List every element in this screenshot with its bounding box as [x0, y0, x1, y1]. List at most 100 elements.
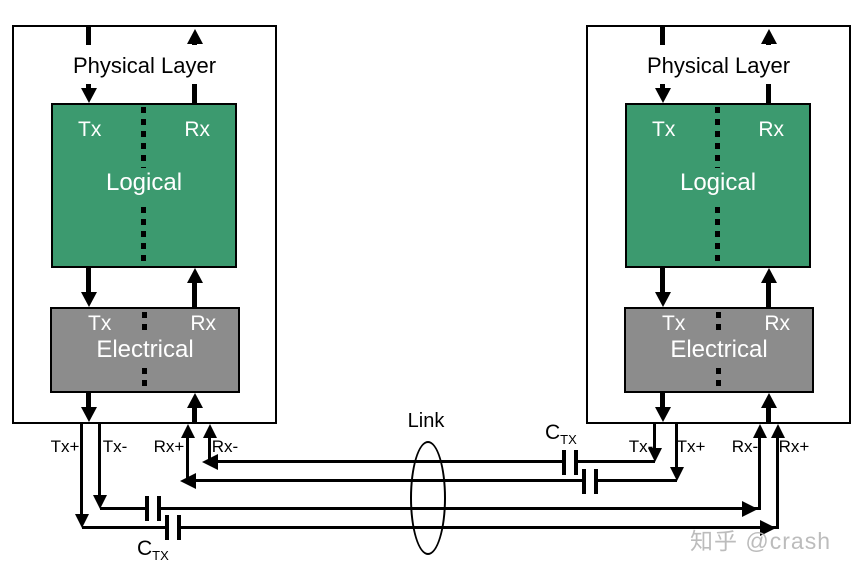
electrical-label: Electrical: [670, 336, 768, 363]
rx-up-arrow-icon: [761, 268, 777, 283]
tx-arrow-shaft: [660, 84, 665, 90]
arrowhead-up-icon: [771, 424, 785, 438]
link-wire-4: [82, 526, 165, 529]
rx-arrow-shaft: [766, 281, 771, 307]
arrowhead-right-icon: [760, 520, 776, 536]
rx-up-arrow-icon: [761, 393, 777, 408]
electrical-block: Tx Rx Electrical: [624, 307, 814, 393]
logical-divider-top: [141, 107, 146, 168]
logical-divider-top: [715, 107, 720, 168]
pin-label-left-tx-minus: Tx-: [102, 437, 128, 456]
electrical-divider-top: [142, 312, 147, 336]
rx-up-arrow-icon: [187, 29, 203, 44]
pin-label-left-rx-plus: Rx+: [153, 437, 185, 456]
tx-arrow-shaft: [86, 393, 91, 409]
tx-upper-stub: [660, 27, 665, 45]
arrowhead-down-icon: [93, 495, 107, 509]
tx-down-arrow-icon: [655, 292, 671, 307]
arrowhead-down-icon: [75, 514, 89, 528]
link-wire-1: [578, 460, 655, 463]
electrical-tx-label: Tx: [662, 312, 686, 335]
wire-right-rx-minus: [758, 436, 761, 510]
electrical-block: Tx Rx Electrical: [50, 307, 240, 393]
pin-label-right-rx-plus: Rx+: [778, 437, 810, 456]
wire-right-rx-plus: [776, 436, 779, 529]
rx-stub: [192, 84, 197, 103]
ctx-subscript: TX: [560, 432, 577, 448]
physical-layer-title: Physical Layer: [646, 53, 791, 78]
pin-label-right-tx-minus: Tx-: [628, 437, 654, 456]
tx-down-arrow-icon: [81, 407, 97, 422]
arrowhead-left-icon: [202, 454, 218, 470]
logical-label: Logical: [679, 169, 757, 196]
wire-right-tx-plus: [675, 424, 678, 469]
rx-up-arrow-icon: [761, 29, 777, 44]
tx-down-arrow-icon: [81, 88, 97, 103]
electrical-rx-label: Rx: [764, 312, 790, 335]
arrowhead-left-icon: [180, 473, 196, 489]
capacitor-plate: [574, 450, 578, 475]
arrowhead-right-icon: [742, 501, 758, 517]
link-wire-4: [181, 526, 778, 529]
logical-tx-label: Tx: [78, 118, 102, 141]
capacitor-plate: [145, 496, 149, 521]
tx-arrow-shaft: [660, 393, 665, 409]
rx-upper-stub: [192, 40, 197, 45]
link-label: Link: [407, 410, 445, 432]
pin-label-right-tx-plus: Tx+: [676, 437, 706, 456]
capacitor-plate: [165, 515, 169, 540]
ctx-label-right: CTX: [545, 421, 577, 447]
tx-down-arrow-icon: [655, 407, 671, 422]
tx-down-arrow-icon: [655, 88, 671, 103]
link-wire-1: [210, 460, 562, 463]
link-wire-3: [161, 507, 760, 510]
electrical-divider-bottom: [716, 368, 721, 391]
rx-upper-stub: [766, 40, 771, 45]
link-wire-3: [100, 507, 145, 510]
physical-layer-box-left: Physical Layer Tx Rx Logical Tx Rx Elect…: [12, 25, 277, 424]
watermark: 知乎 @crash: [690, 528, 831, 554]
logical-tx-label: Tx: [652, 118, 676, 141]
physical-layer-box-right: Physical Layer Tx Rx Logical Tx Rx Elect…: [586, 25, 851, 424]
arrowhead-down-icon: [670, 467, 684, 481]
tx-upper-stub: [86, 27, 91, 45]
logical-rx-label: Rx: [184, 118, 210, 141]
tx-arrow-shaft: [86, 84, 91, 90]
wire-left-rx-minus: [208, 436, 211, 463]
wire-right-tx-minus: [653, 424, 656, 450]
logical-block: Tx Rx Logical: [51, 103, 237, 268]
ctx-base: C: [545, 421, 561, 444]
link-wire-2: [188, 479, 582, 482]
pin-label-left-rx-minus: Rx-: [211, 437, 239, 456]
logical-divider-bottom: [141, 207, 146, 263]
wire-left-rx-plus: [186, 436, 189, 482]
rx-arrow-shaft: [192, 281, 197, 307]
arrowhead-up-icon: [181, 424, 195, 438]
logical-label: Logical: [105, 169, 183, 196]
electrical-rx-label: Rx: [190, 312, 216, 335]
electrical-label: Electrical: [96, 336, 194, 363]
physical-layer-title: Physical Layer: [72, 53, 217, 78]
arrowhead-up-icon: [203, 424, 217, 438]
logical-rx-label: Rx: [758, 118, 784, 141]
pin-label-right-rx-minus: Rx-: [731, 437, 759, 456]
link-wire-2: [598, 479, 677, 482]
electrical-tx-label: Tx: [88, 312, 112, 335]
electrical-divider-top: [716, 312, 721, 336]
logical-divider-bottom: [715, 207, 720, 263]
ctx-label-left: CTX: [137, 537, 169, 563]
wire-left-tx-plus: [80, 424, 83, 517]
ctx-subscript: TX: [152, 548, 169, 564]
capacitor-plate: [594, 469, 598, 494]
capacitor-plate: [157, 496, 161, 521]
arrowhead-down-icon: [648, 448, 662, 462]
arrowhead-up-icon: [753, 424, 767, 438]
ctx-base: C: [137, 537, 153, 560]
capacitor-plate: [582, 469, 586, 494]
tx-arrow-shaft: [660, 268, 665, 294]
rx-arrow-shaft: [192, 406, 197, 422]
logical-block: Tx Rx Logical: [625, 103, 811, 268]
capacitor-plate: [177, 515, 181, 540]
electrical-divider-bottom: [142, 368, 147, 391]
